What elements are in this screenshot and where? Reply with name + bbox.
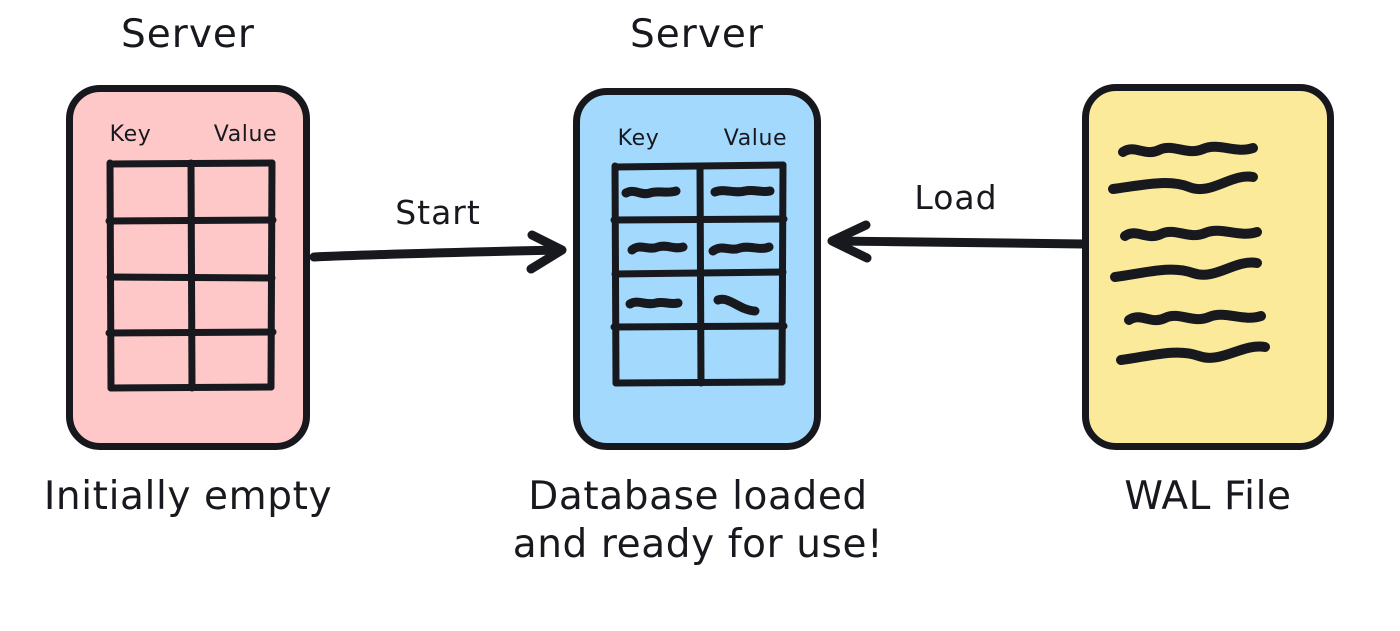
- wal-line: [1124, 309, 1266, 326]
- empty-server-card[interactable]: Key Value: [66, 85, 310, 450]
- left-table-grid: [105, 159, 277, 392]
- left-server-title: Server: [121, 12, 255, 57]
- left-caption: Initially empty: [43, 474, 333, 519]
- start-arrow-label: Start: [395, 193, 481, 232]
- loaded-server-card[interactable]: Key Value: [573, 88, 821, 450]
- center-caption-line-1: Database loaded: [528, 474, 868, 519]
- center-caption-line-2: and ready for use!: [512, 521, 884, 567]
- center-key-header: Key: [617, 126, 660, 151]
- wal-line: [1116, 341, 1270, 365]
- cell-squiggle: [625, 297, 683, 309]
- cell-squiggle: [627, 241, 688, 255]
- center-server-title: Server: [630, 12, 764, 57]
- start-arrow: [309, 230, 567, 274]
- load-arrow: [827, 220, 1089, 263]
- left-key-header: Key: [109, 122, 152, 147]
- load-arrow-label: Load: [914, 178, 998, 217]
- left-key-value-table[interactable]: [105, 159, 277, 392]
- center-table-grid: [610, 161, 788, 387]
- cell-squiggle: [708, 242, 774, 256]
- center-caption: Database loaded and ready for use!: [490, 473, 906, 568]
- wal-line: [1118, 141, 1258, 158]
- center-value-header: Value: [723, 126, 788, 151]
- wal-file-lines: [1108, 141, 1270, 365]
- left-table-headers: Key Value: [73, 122, 303, 147]
- wal-line: [1110, 257, 1262, 282]
- wal-file-card[interactable]: [1082, 84, 1334, 450]
- cell-squiggle: [621, 186, 681, 199]
- wal-line: [1108, 171, 1258, 194]
- center-table-headers: Key Value: [580, 126, 814, 151]
- wal-line: [1120, 225, 1262, 242]
- right-caption: WAL File: [1124, 474, 1292, 519]
- center-key-value-table[interactable]: [610, 161, 788, 387]
- left-value-header: Value: [213, 122, 278, 147]
- cell-squiggle: [710, 185, 775, 197]
- cell-squiggle: [713, 294, 760, 316]
